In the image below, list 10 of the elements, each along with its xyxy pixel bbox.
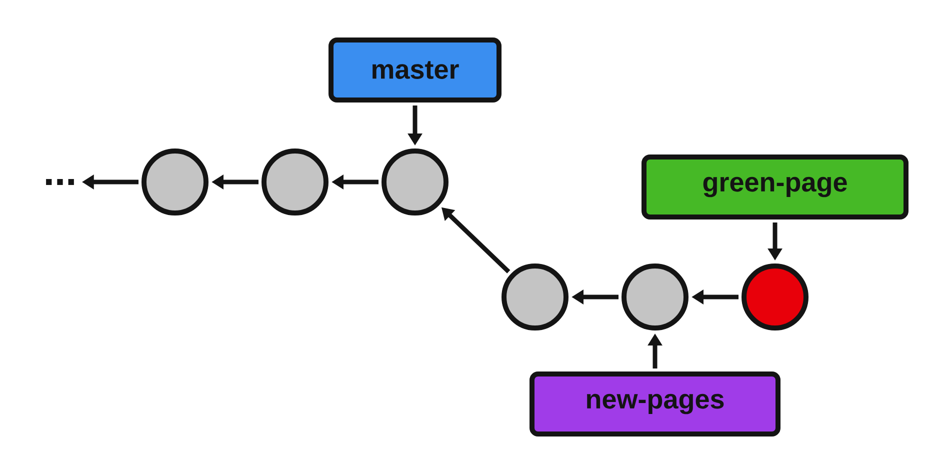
ellipsis-text: ... bbox=[46, 179, 74, 185]
commit-circle bbox=[262, 148, 328, 216]
commit-circle bbox=[382, 148, 448, 216]
commit-circle bbox=[502, 264, 568, 330]
branch-label: new-pages bbox=[530, 372, 780, 436]
commit-circle bbox=[622, 264, 688, 330]
commit-circle bbox=[142, 148, 208, 216]
branch-label: green-page bbox=[642, 154, 908, 220]
branch-label: master bbox=[328, 38, 502, 102]
commit-circle bbox=[742, 264, 808, 330]
